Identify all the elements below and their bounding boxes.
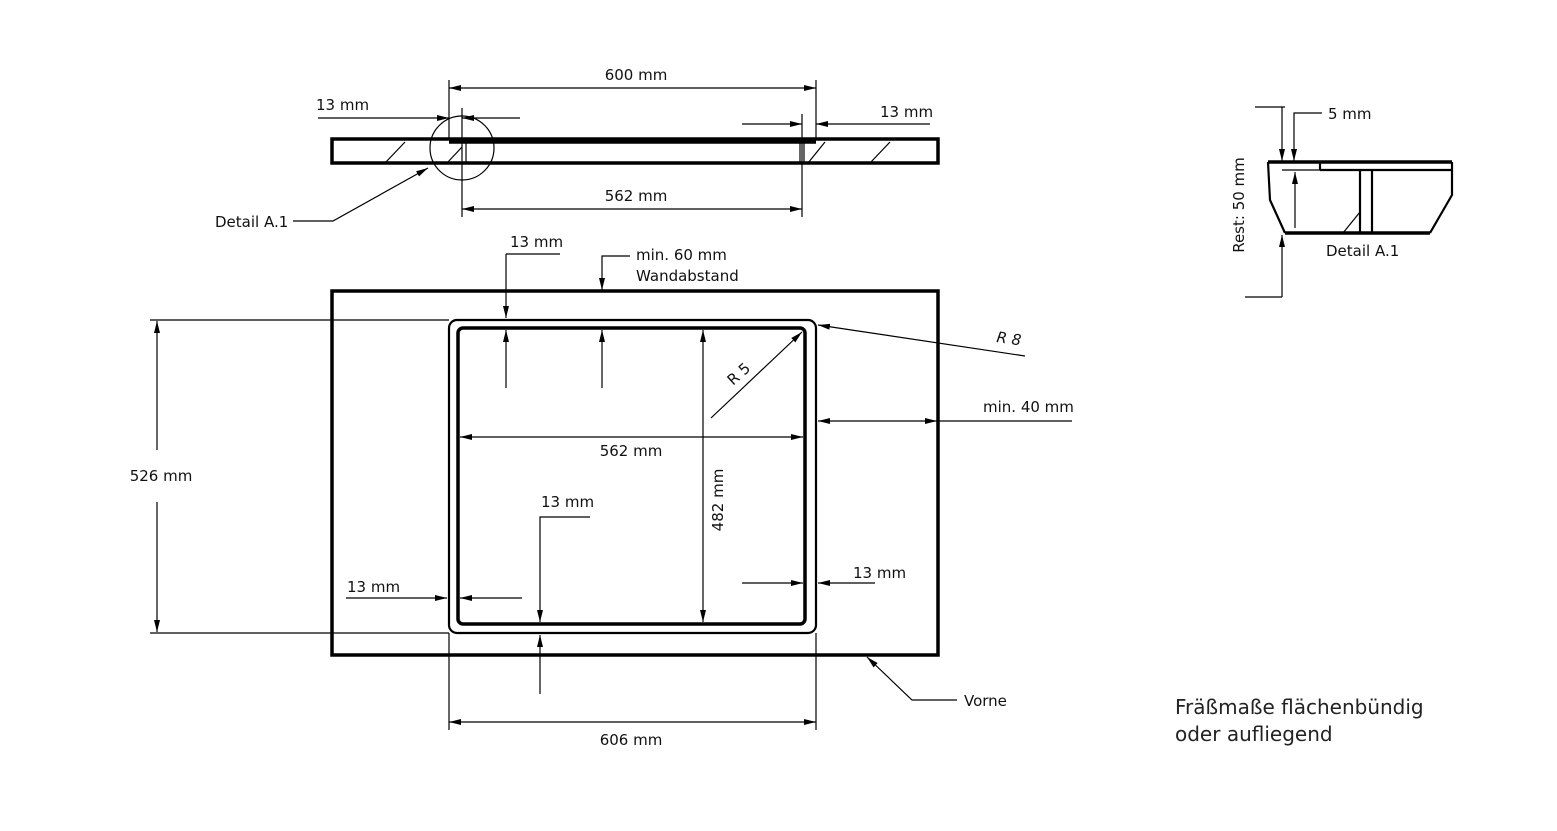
caption-line2: oder aufliegend — [1175, 722, 1333, 746]
side-view-hatch — [807, 141, 826, 164]
top-view-recess — [447, 318, 818, 635]
dim-wall-label-line1: min. 60 mm — [636, 246, 727, 264]
dim-wall-label-line2: Wandabstand — [636, 267, 739, 285]
dim-600-label: 600 mm — [605, 66, 668, 84]
detail-leader — [293, 167, 429, 222]
dim-13-left-top-label: 13 mm — [347, 578, 400, 596]
dim-r8-leader — [817, 323, 1026, 357]
dim-526-label: 526 mm — [130, 467, 193, 485]
dim-562-side-label: 562 mm — [605, 187, 668, 205]
side-view-slab — [330, 137, 940, 165]
dim-r5-leader — [710, 331, 803, 419]
side-view-hatch — [446, 146, 463, 164]
dim-front-label: Vorne — [964, 692, 1007, 710]
top-view-worktop — [330, 289, 940, 657]
dim-606-label: 606 mm — [600, 731, 663, 749]
detail-break-right — [1429, 162, 1454, 234]
detail-view-label: Detail A.1 — [1326, 242, 1399, 260]
dim-562-top-label: 562 mm — [600, 442, 663, 460]
top-view-sink-opening — [456, 326, 807, 626]
side-view: 600 mm 13 mm 13 mm 562 mm Detail A.1 — [215, 66, 940, 231]
top-view: 13 mm min. 60 mm Wandabstand R 8 R 5 min… — [130, 233, 1074, 749]
detail-leader-label: Detail A.1 — [215, 213, 288, 231]
side-view-hatch — [869, 141, 891, 164]
dim-40-label: min. 40 mm — [983, 398, 1074, 416]
caption-line1: Fräßmaße flächenbündig — [1175, 695, 1424, 719]
detail-view: 5 mm Rest: 50 mm Detail A.1 — [1230, 105, 1454, 298]
detail-break-left — [1266, 161, 1287, 234]
detail-dim-5-label: 5 mm — [1328, 105, 1372, 123]
dim-13-left-label: 13 mm — [316, 96, 369, 114]
detail-dim-5-leader — [1291, 112, 1322, 161]
dim-13-top-label: 13 mm — [510, 233, 563, 251]
detail-dim-50-label: Rest: 50 mm — [1230, 157, 1248, 253]
dim-482-label: 482 mm — [709, 469, 727, 532]
side-view-hatch — [384, 141, 406, 164]
dim-13-right-top-label: 13 mm — [853, 564, 906, 582]
dim-r5-label: R 5 — [724, 359, 754, 389]
dim-13-bottom-label: 13 mm — [541, 493, 594, 511]
dim-13-bottom-leader — [537, 516, 590, 622]
detail-hatch — [1342, 211, 1361, 234]
dim-13-right-label: 13 mm — [880, 103, 933, 121]
dim-front-leader — [866, 656, 957, 701]
dim-wall-leader — [599, 255, 630, 290]
dim-r8-label: R 8 — [995, 328, 1022, 349]
